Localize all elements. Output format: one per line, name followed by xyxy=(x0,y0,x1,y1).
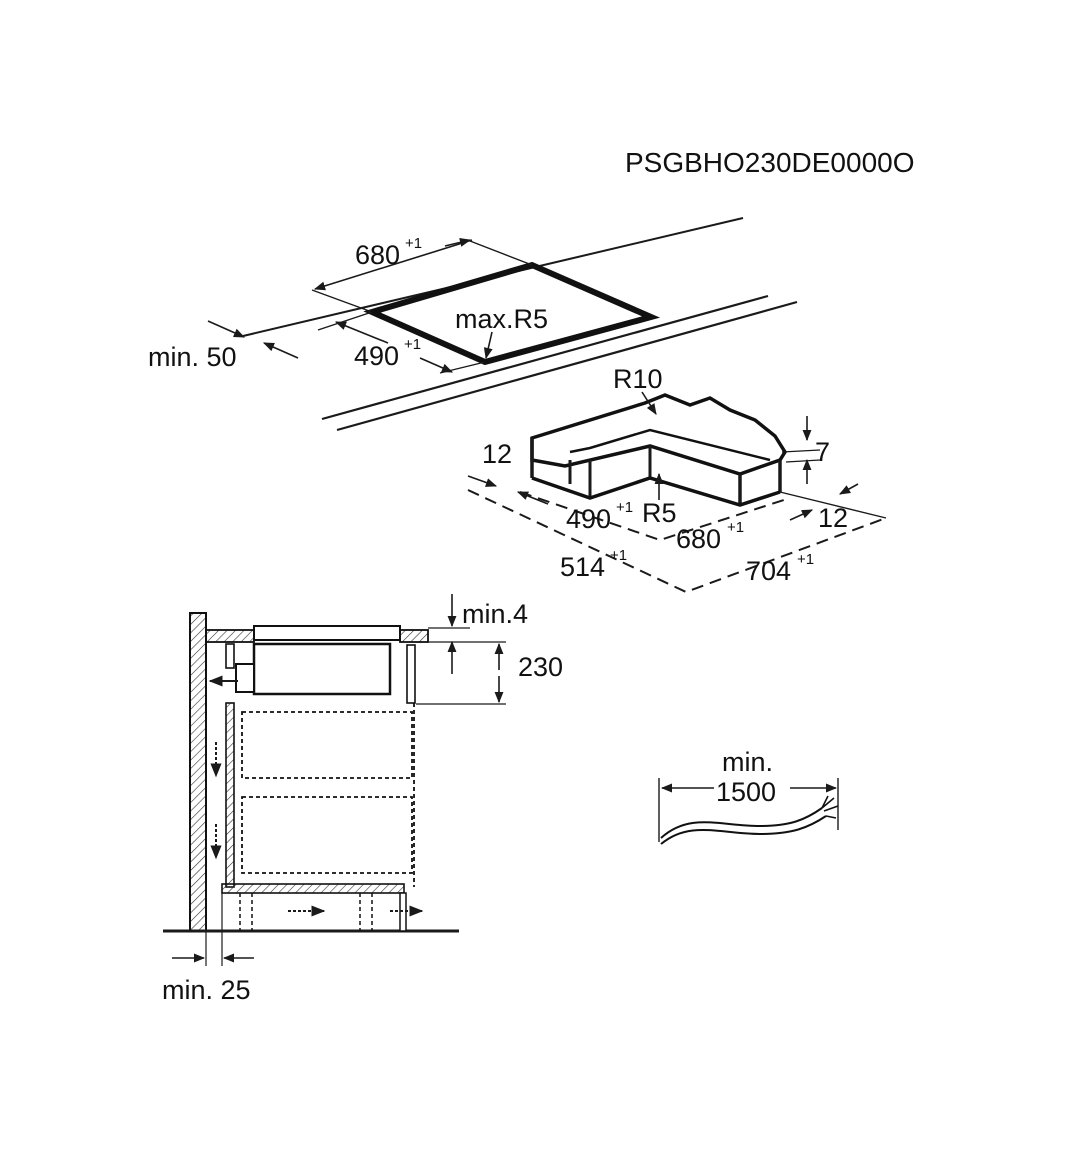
dimension-680-line xyxy=(313,239,473,291)
frame-r5-label: R5 xyxy=(642,498,677,528)
frame-inner-depth: 490 xyxy=(566,504,611,534)
frame-outer-depth: 514 xyxy=(560,552,605,582)
frame-outer-width: 704 xyxy=(746,556,791,586)
dimension-490-arrow-back xyxy=(334,321,389,344)
dim12-left-arrow xyxy=(467,475,498,487)
cabinet-section: min.4 230 min. 25 xyxy=(162,594,563,1005)
min50-arrow-right xyxy=(262,342,299,359)
worktop-front-edge xyxy=(321,294,769,421)
cutout-depth-tolerance: +1 xyxy=(404,336,421,353)
extension-line xyxy=(439,361,486,374)
countertop-cutout: 680 +1 490 +1 min. 50 max.R5 xyxy=(148,217,798,432)
cable-line-top xyxy=(660,807,823,839)
frame-profile: R10 R5 7 12 12 490 +1 680 +1 514 +1 704 … xyxy=(467,364,887,594)
dimension-490-arrow-front xyxy=(419,357,454,373)
cable-length-label: 1500 xyxy=(716,777,776,807)
corner-radius-label: max.R5 xyxy=(455,304,548,334)
frame-outer-depth-tol: +1 xyxy=(610,547,627,564)
dim12-right-arrow-inner xyxy=(789,509,814,521)
r10-arrow xyxy=(641,391,657,415)
min-gap-label: min.4 xyxy=(462,599,528,629)
hob-side-part xyxy=(225,643,235,669)
frame-r10-label: R10 xyxy=(613,364,663,394)
worktop-front-edge-lower xyxy=(336,300,798,432)
dim12-right-arrow xyxy=(839,483,859,495)
cutout-opening xyxy=(363,261,661,366)
cabinet-right-post xyxy=(406,644,416,704)
hob-glass xyxy=(253,625,401,641)
dim7-ext xyxy=(781,449,821,453)
cable-line-bottom xyxy=(660,815,827,845)
extension-line xyxy=(317,311,373,331)
frame-dim-7: 7 xyxy=(815,437,830,467)
frame-ext-right xyxy=(779,491,887,519)
frame-outer-dashed xyxy=(467,489,887,594)
extension-line xyxy=(469,240,533,266)
frame-inner-width-tol: +1 xyxy=(727,519,744,536)
hob-connector xyxy=(235,663,255,693)
wall xyxy=(189,612,207,932)
frame-bottom-edge xyxy=(531,476,781,507)
worktop-left xyxy=(205,629,255,643)
cabinet-bottom xyxy=(221,883,405,894)
hob-body xyxy=(252,642,392,696)
frame-inner-step xyxy=(569,428,771,462)
drawer-lower xyxy=(241,796,413,874)
frame-top-face xyxy=(530,393,788,476)
product-code: PSGBHO230DE0000O xyxy=(625,147,915,178)
dim7-ext xyxy=(785,459,821,463)
min50-arrow-left xyxy=(207,320,246,338)
frame-outer-width-tol: +1 xyxy=(797,551,814,568)
cable-min-label: min. xyxy=(722,747,773,777)
cable-wires xyxy=(821,795,839,819)
cabinet-back-panel xyxy=(225,702,235,888)
corner-radius-arrow xyxy=(483,331,493,360)
frame-inner-dashed xyxy=(519,491,791,542)
frame-inner-width: 680 xyxy=(676,524,721,554)
worktop-right xyxy=(399,629,429,643)
wall-gap-label: min. 25 xyxy=(162,975,251,1005)
height-label: 230 xyxy=(518,652,563,682)
cutout-width-label: 680 xyxy=(355,240,400,270)
dimension-680-arrow xyxy=(444,237,472,247)
frame-inner-depth-tol: +1 xyxy=(616,499,633,516)
cutout-depth-label: 490 xyxy=(354,341,399,371)
extension-line xyxy=(311,289,373,313)
cutout-width-tolerance: +1 xyxy=(405,235,422,252)
frame-dim-12-left: 12 xyxy=(482,439,512,469)
min-edge-label: min. 50 xyxy=(148,342,237,372)
power-cable: min. 1500 xyxy=(658,747,839,845)
drawer-upper xyxy=(241,711,413,779)
